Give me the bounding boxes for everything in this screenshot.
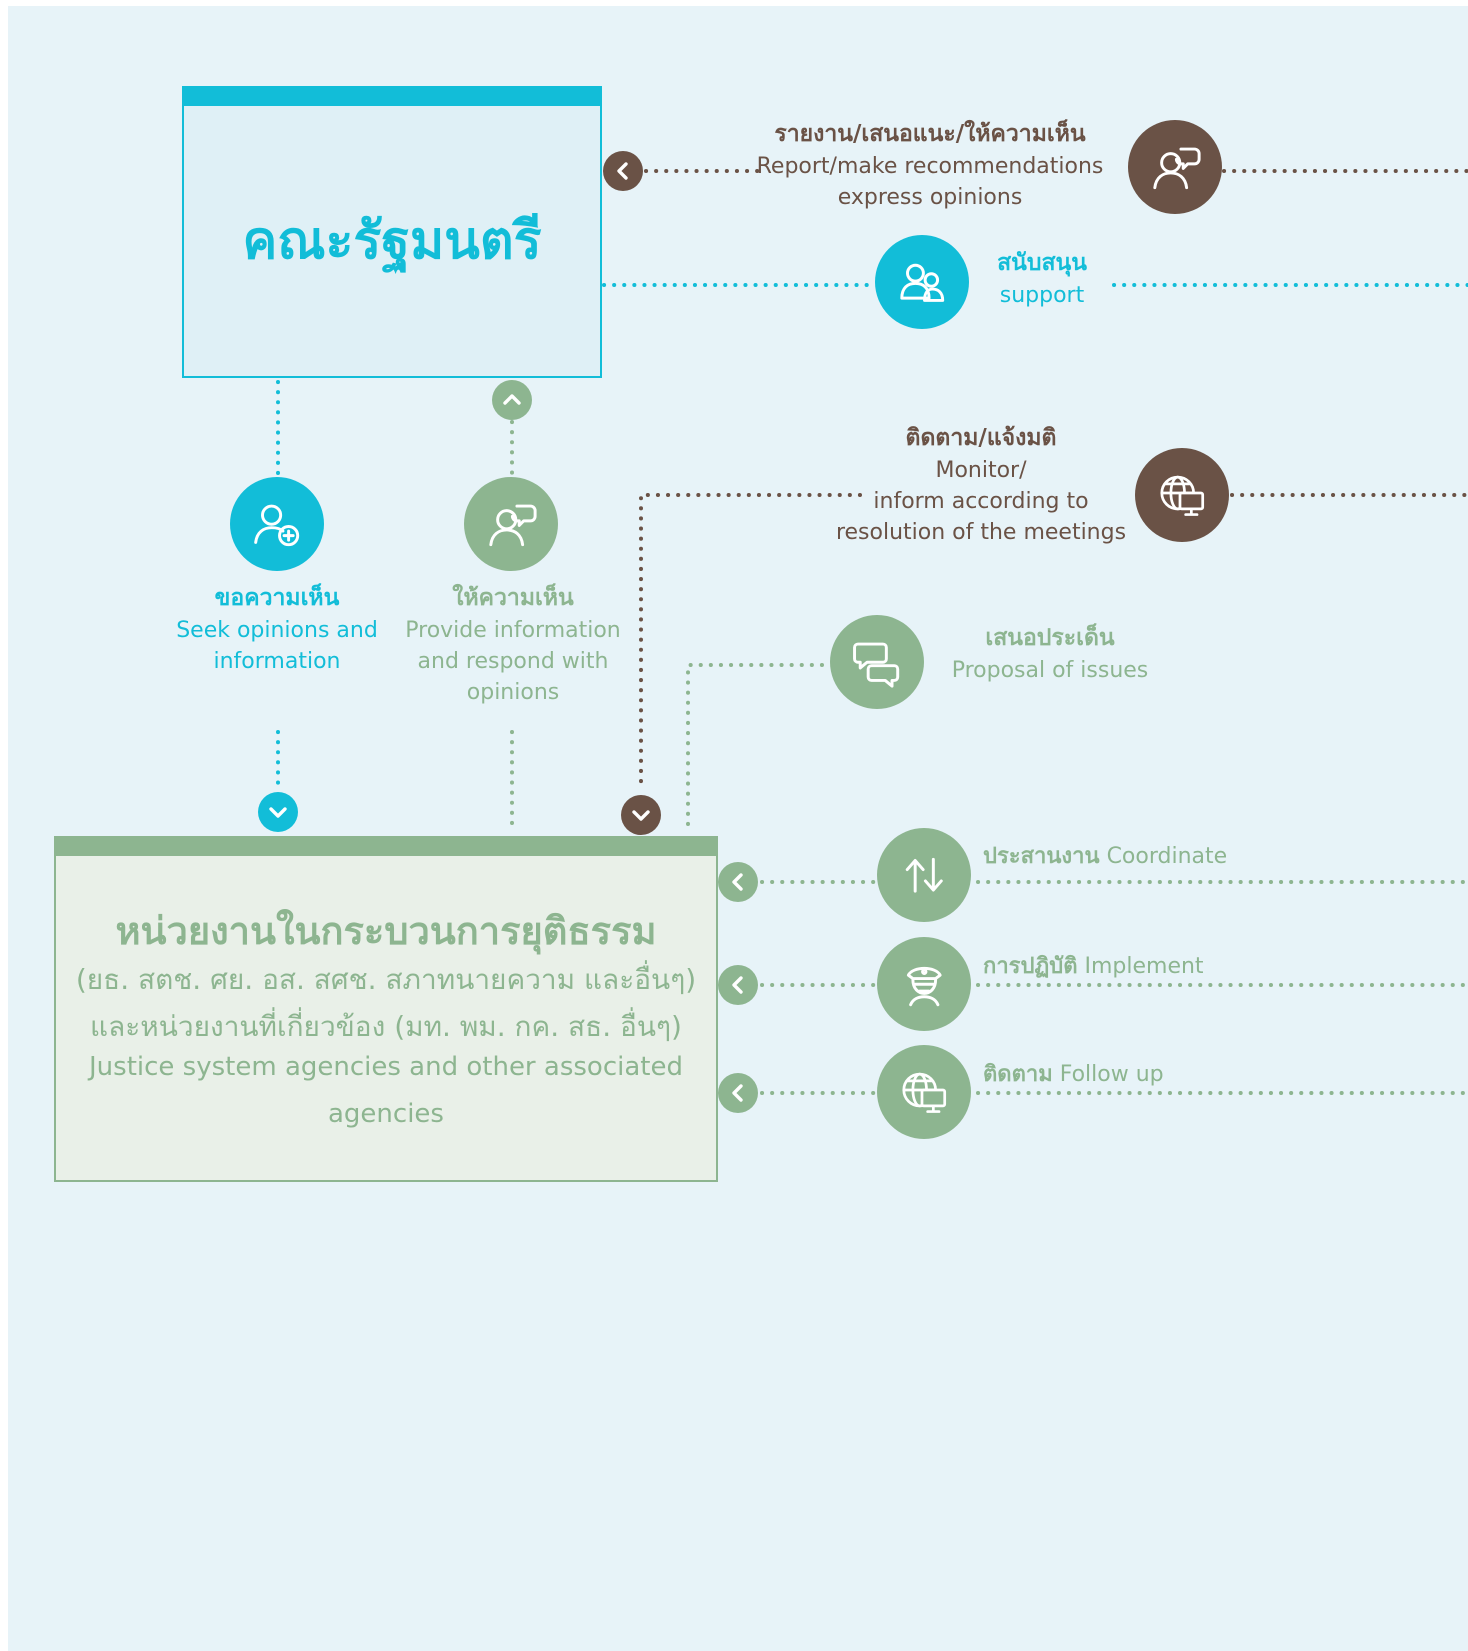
cabinet-title: คณะรัฐมนตรี (242, 211, 542, 271)
monitor-label-en-1: Monitor/ (935, 457, 1027, 483)
monitor-label: ติดตาม/แจ้งมติ Monitor/ inform according… (820, 422, 1142, 548)
monitor-arrow-down-icon (621, 795, 661, 835)
support-label-en: support (999, 282, 1085, 308)
implement-arrow-left-icon (718, 965, 758, 1005)
implement-label-th: การปฏิบัติ (983, 954, 1078, 979)
seek-arrow-down-icon (258, 792, 298, 832)
followup-label-th: ติดตาม (983, 1062, 1053, 1087)
justice-agencies-box: หน่วยงานในกระบวนการยุติธรรม (ยธ. สตช. ศย… (54, 836, 718, 1182)
provide-label-th: ให้ความเห็น (452, 585, 574, 611)
proposal-label: เสนอประเด็น Proposal of issues (940, 622, 1160, 686)
monitor-label-en-2: inform according to (873, 488, 1089, 514)
person-add-icon (230, 477, 324, 571)
followup-arrow-left-icon (718, 1073, 758, 1113)
seek-label-en-2: information (213, 648, 341, 674)
seek-label: ขอความเห็น Seek opinions and information (168, 582, 386, 677)
report-label-en-1: Report/make recommendations (756, 153, 1104, 179)
monitor-line-left (639, 493, 862, 792)
exchange-arrows-icon (877, 828, 971, 922)
provide-label-en-3: opinions (466, 680, 560, 706)
implement-label: การปฏิบัติ Implement (983, 948, 1204, 983)
seek-label-th: ขอความเห็น (214, 585, 340, 611)
support-label: สนับสนุน support (972, 247, 1112, 311)
coordinate-arrow-left-icon (718, 862, 758, 902)
followup-label-en: Follow up (1059, 1062, 1164, 1087)
support-label-th: สนับสนุน (997, 250, 1087, 276)
provide-label-en-2: and respond with (417, 648, 609, 674)
report-label-th: รายงาน/เสนอแนะ/ให้ความเห็น (774, 121, 1086, 147)
provide-label-en-1: Provide information (405, 617, 621, 643)
globe-monitor-icon (1135, 448, 1229, 542)
person-speech-icon (1128, 120, 1222, 214)
seek-label-en-1: Seek opinions and (176, 617, 378, 643)
followup-label: ติดตาม Follow up (983, 1056, 1164, 1091)
globe-monitor-icon (877, 1045, 971, 1139)
coordinate-label-th: ประสานงาน (983, 844, 1100, 869)
provide-arrow-up-icon (492, 380, 532, 420)
implement-label-en: Implement (1084, 954, 1204, 979)
justice-line-3: Justice system agencies and other associ… (89, 1052, 683, 1082)
coordinate-label-en: Coordinate (1106, 844, 1228, 869)
people-group-icon (875, 235, 969, 329)
proposal-label-en: Proposal of issues (951, 657, 1149, 683)
report-label-en-2: express opinions (837, 184, 1023, 210)
officer-icon (877, 937, 971, 1031)
provide-label: ให้ความเห็น Provide information and resp… (400, 582, 626, 708)
justice-line-4: agencies (328, 1099, 444, 1129)
justice-line-2: และหน่วยงานที่เกี่ยวข้อง (มท. พม. กค. สธ… (90, 1010, 682, 1043)
cabinet-box-header-bar (182, 86, 602, 106)
report-label: รายงาน/เสนอแนะ/ให้ความเห็น Report/make r… (738, 118, 1122, 213)
proposal-label-th: เสนอประเด็น (985, 625, 1115, 651)
coordinate-label: ประสานงาน Coordinate (983, 838, 1227, 873)
chat-bubbles-icon (830, 615, 924, 709)
monitor-label-en-3: resolution of the meetings (835, 520, 1127, 546)
monitor-label-th: ติดตาม/แจ้งมติ (905, 425, 1057, 451)
report-arrow-left-icon (603, 151, 643, 191)
proposal-line (686, 663, 824, 828)
cabinet-box: คณะรัฐมนตรี (182, 86, 602, 378)
person-speech-icon (464, 477, 558, 571)
justice-line-1: (ยธ. สตช. ศย. อส. สศช. สภาทนายความ และอื… (75, 963, 697, 996)
justice-title: หน่วยงานในกระบวนการยุติธรรม (115, 909, 657, 953)
justice-box-header-bar (54, 836, 718, 856)
